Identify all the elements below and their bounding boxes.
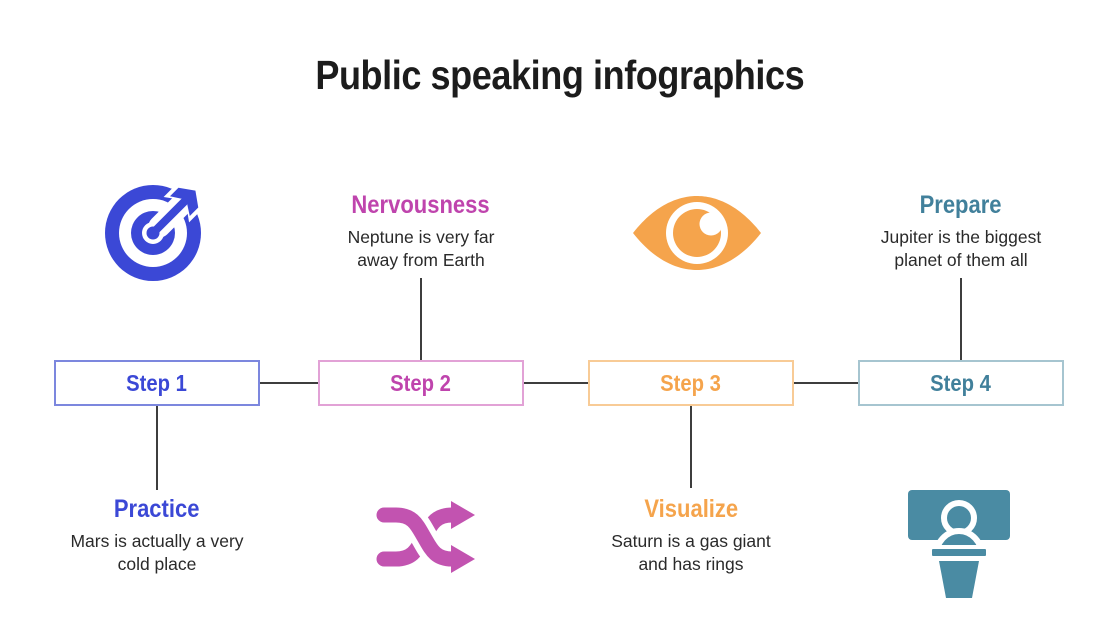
nervousness-section: Nervousness Neptune is very far away fro… [326,191,516,272]
connector-step2-step3 [524,382,588,384]
practice-section: Practice Mars is actually a very cold pl… [62,495,252,576]
prepare-heading-text: Prepare [920,191,1002,219]
visualize-heading-text: Visualize [644,495,738,523]
prepare-body: Jupiter is the biggest planet of them al… [880,227,1042,270]
page-title-text: Public speaking infographics [315,52,805,98]
practice-heading-text: Practice [114,495,200,523]
step-box-4: Step 4 [858,360,1064,406]
connector-step1-practice [156,406,158,490]
shuffle-icon [370,486,476,593]
presenter-icon [906,484,1012,607]
connector-step3-step4 [794,382,858,384]
prepare-heading: Prepare [866,191,1056,220]
prepare-section: Prepare Jupiter is the biggest planet of… [866,191,1056,272]
eye-icon [630,193,764,278]
connector-prepare-step4 [960,278,962,360]
nervousness-heading-text: Nervousness [351,191,491,219]
step-2-label: Step 2 [390,369,452,396]
visualize-section: Visualize Saturn is a gas giant and has … [596,495,786,576]
target-icon [104,176,210,287]
step-1-label: Step 1 [126,369,188,396]
visualize-body: Saturn is a gas giant and has rings [611,531,771,574]
step-box-1: Step 1 [54,360,260,406]
connector-step1-step2 [260,382,318,384]
nervousness-heading: Nervousness [326,191,516,220]
practice-body: Mars is actually a very cold place [70,531,244,574]
step-4-label: Step 4 [930,369,992,396]
practice-heading: Practice [62,495,252,524]
nervousness-body: Neptune is very far away from Earth [347,227,495,270]
step-box-3: Step 3 [588,360,794,406]
connector-nervousness-step2 [420,278,422,360]
step-box-2: Step 2 [318,360,524,406]
step-3-label: Step 3 [660,369,722,396]
connector-step3-visualize [690,406,692,488]
visualize-heading: Visualize [596,495,786,524]
page-title: Public speaking infographics [0,52,1120,99]
